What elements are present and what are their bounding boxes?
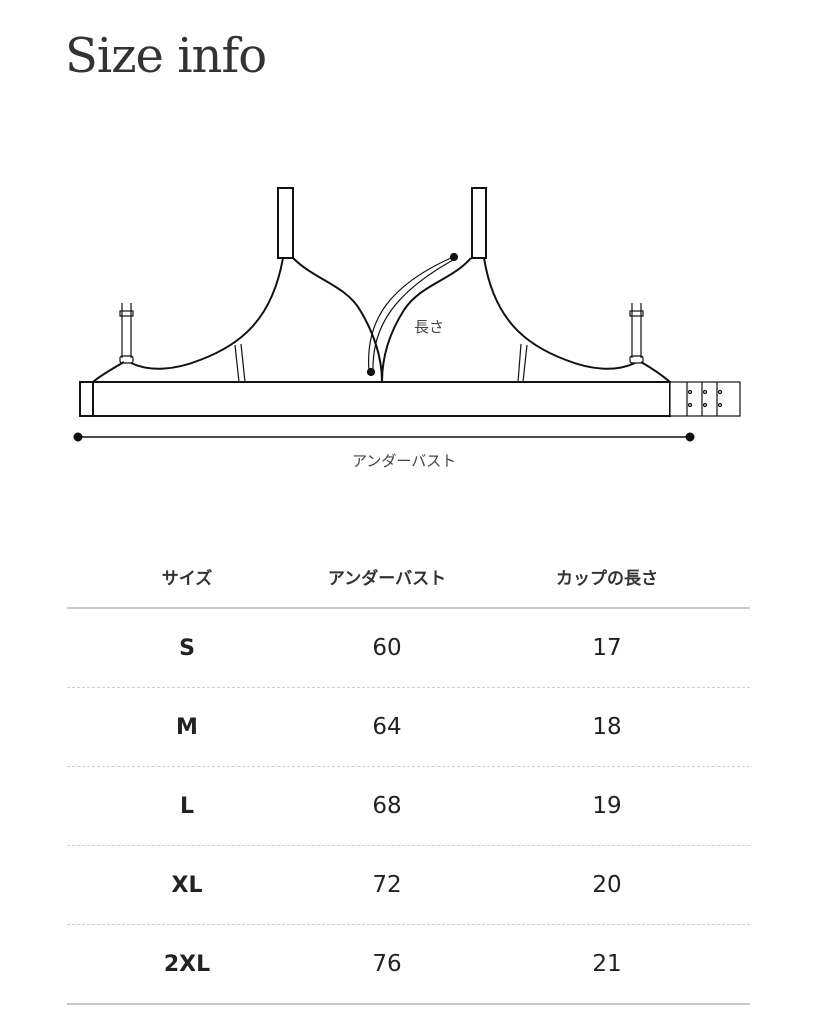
cup-length-measure-line bbox=[366, 252, 459, 377]
left-cup-outer bbox=[130, 257, 284, 370]
underbust-label: アンダーバスト bbox=[352, 452, 457, 470]
hook-closure bbox=[669, 381, 741, 417]
bra-diagram bbox=[73, 187, 741, 442]
cell-underbust: 76 bbox=[372, 951, 402, 977]
left-wing bbox=[92, 361, 125, 383]
table-row: 2XL 76 21 bbox=[67, 925, 750, 1005]
underbust-measure-line bbox=[73, 432, 695, 442]
cell-cup-length: 20 bbox=[592, 872, 622, 898]
table-header: サイズ アンダーバスト カップの長さ bbox=[67, 545, 750, 609]
page-title: Size info bbox=[65, 28, 267, 84]
cell-cup-length: 18 bbox=[592, 714, 622, 740]
cell-underbust: 60 bbox=[372, 635, 402, 661]
right-side-seam bbox=[517, 343, 528, 383]
header-underbust: アンダーバスト bbox=[327, 568, 447, 589]
table-row: S 60 17 bbox=[67, 609, 750, 688]
cell-underbust: 64 bbox=[372, 714, 402, 740]
left-cup-inner bbox=[292, 257, 383, 383]
cell-size: M bbox=[176, 714, 198, 740]
right-strap bbox=[471, 187, 487, 259]
table-row: XL 72 20 bbox=[67, 846, 750, 925]
cell-size: S bbox=[179, 635, 195, 661]
cell-cup-length: 19 bbox=[592, 793, 622, 819]
left-side-seam bbox=[234, 343, 246, 383]
table-row: L 68 19 bbox=[67, 767, 750, 846]
right-cup-outer bbox=[483, 257, 636, 370]
cell-size: 2XL bbox=[163, 951, 211, 977]
table-row: M 64 18 bbox=[67, 688, 750, 767]
cell-underbust: 68 bbox=[372, 793, 402, 819]
cell-size: XL bbox=[171, 872, 203, 898]
header-cup-length: カップの長さ bbox=[556, 568, 658, 589]
cup-length-label: 長さ bbox=[414, 318, 445, 336]
left-strap bbox=[277, 187, 294, 259]
cell-cup-length: 21 bbox=[592, 951, 622, 977]
cell-size: L bbox=[179, 793, 195, 819]
underband bbox=[79, 381, 671, 417]
header-size: サイズ bbox=[161, 568, 213, 589]
left-strap-adjuster bbox=[119, 303, 134, 364]
right-wing bbox=[640, 361, 671, 383]
right-cup-inner bbox=[381, 257, 472, 383]
cell-cup-length: 17 bbox=[592, 635, 622, 661]
cell-underbust: 72 bbox=[372, 872, 402, 898]
right-strap-adjuster bbox=[629, 303, 644, 364]
